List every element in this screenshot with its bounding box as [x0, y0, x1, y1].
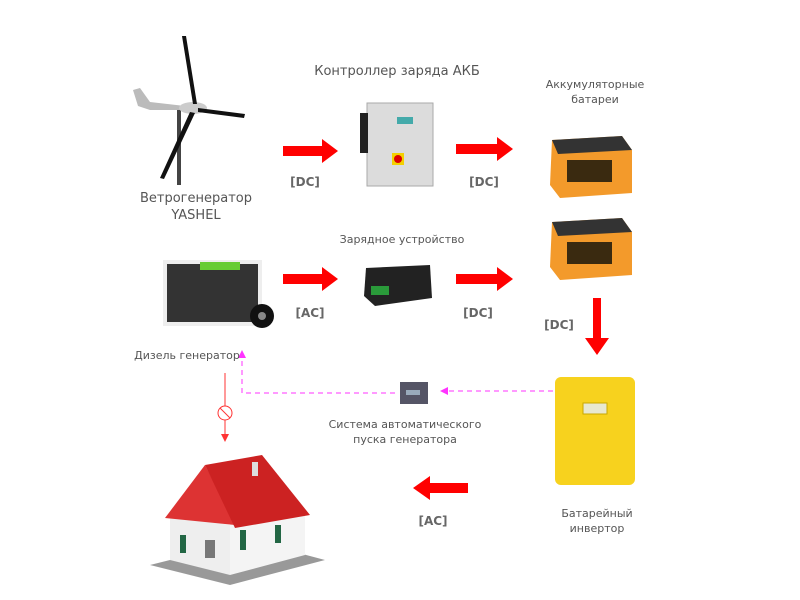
arrow-diesel-to-charger: [283, 267, 338, 291]
flow-tag: [DC]: [290, 175, 320, 189]
diesel-generator-label: Дизель генератор: [134, 349, 240, 362]
arrow-wind-to-controller: [283, 139, 338, 163]
battery-inverter-icon: [555, 377, 635, 485]
battery-icon: [550, 136, 632, 198]
ats-switch-icon: [400, 382, 428, 404]
flow-tag: [DC]: [463, 306, 493, 320]
house-icon: [150, 455, 325, 585]
charge-controller-icon: [360, 102, 434, 187]
flow-tag: [DC]: [469, 175, 499, 189]
flow-tag: [AC]: [295, 306, 325, 320]
flow-tag: [DC]: [544, 318, 574, 332]
arrow-controller-to-battery: [456, 137, 513, 161]
charger-icon: [364, 265, 432, 306]
arrow-battery-to-inverter: [585, 298, 609, 355]
flow-tag: [AC]: [418, 514, 448, 528]
arrow-charger-to-battery: [456, 267, 513, 291]
arrow-inverter-to-house: [413, 476, 468, 500]
battery-icon: [550, 218, 632, 280]
controller-label: Контроллер заряда АКБ: [314, 64, 480, 79]
wind-turbine-icon: [133, 36, 245, 185]
diesel-generator-icon: [163, 260, 274, 328]
breaker-icon: [217, 405, 233, 421]
control-line-ats-to-diesel: [238, 350, 395, 394]
charger-label: Зарядное устройство: [339, 233, 465, 246]
